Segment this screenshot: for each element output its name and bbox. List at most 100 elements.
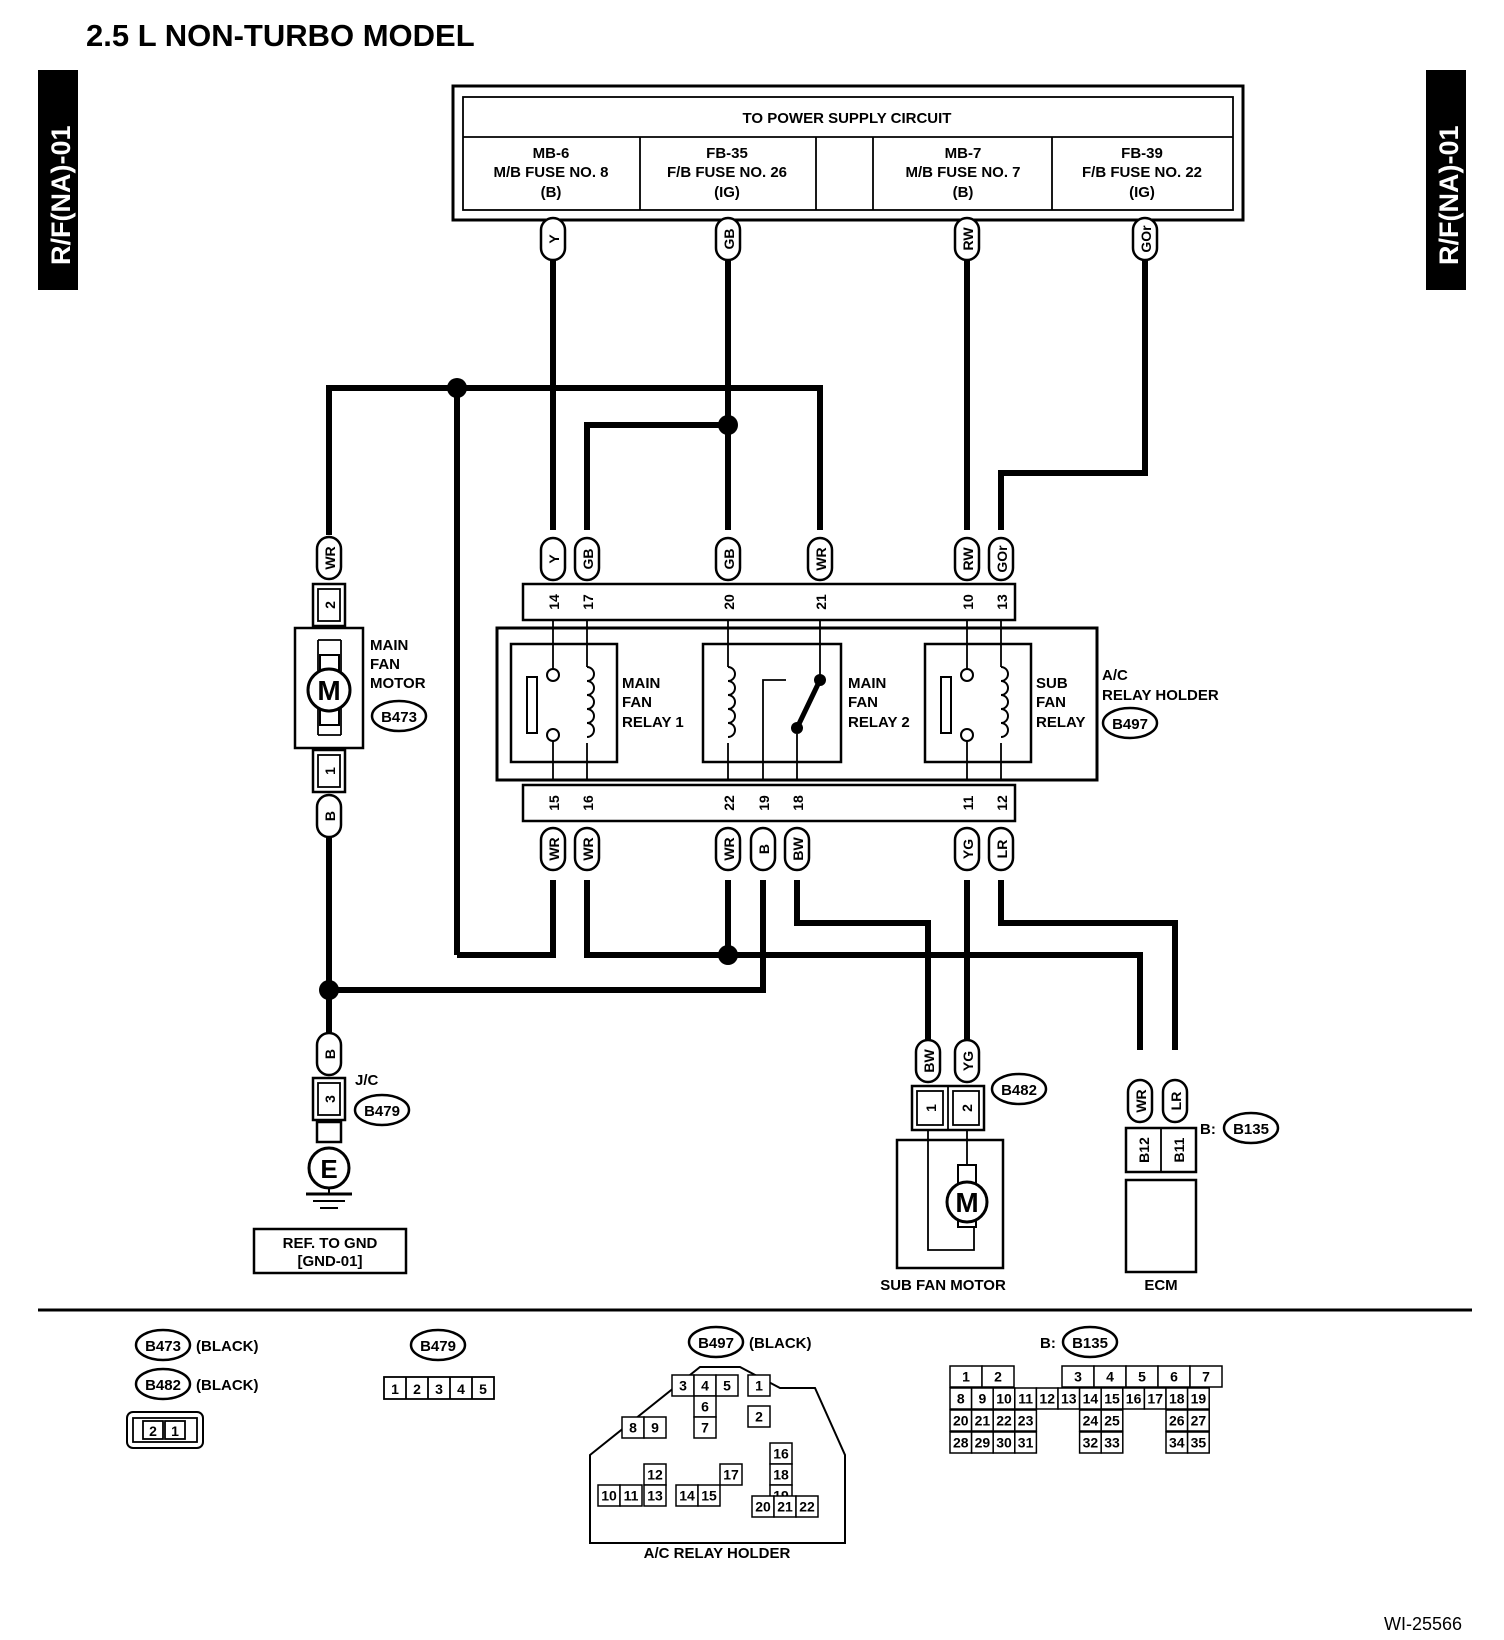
- main-fan-relay-2: [701, 620, 843, 780]
- svg-text:11: 11: [1018, 1391, 1033, 1407]
- svg-text:24: 24: [1083, 1413, 1099, 1429]
- svg-text:34: 34: [1169, 1435, 1185, 1451]
- wire-tag: WR: [714, 826, 742, 872]
- sub-fan-motor-label: SUB FAN MOTOR: [880, 1277, 1006, 1294]
- svg-text:MAIN: MAIN: [848, 675, 886, 692]
- svg-text:12: 12: [647, 1467, 663, 1483]
- legend-b473: B473 (BLACK): [134, 1328, 258, 1362]
- pin-cell: 29: [970, 1431, 994, 1454]
- svg-text:WR: WR: [1133, 1089, 1149, 1112]
- pin-cell: 30: [992, 1431, 1016, 1454]
- svg-text:B482: B482: [145, 1377, 181, 1394]
- svg-text:BW: BW: [790, 837, 806, 861]
- svg-text:16: 16: [773, 1446, 789, 1462]
- wire-tags: Y GB RW GOr Y GB GB WR RW GOr WR WR WR B…: [315, 216, 1189, 1124]
- pin-cell: 3: [671, 1374, 695, 1397]
- pin-cell: 15: [697, 1484, 721, 1507]
- svg-text:B135: B135: [1072, 1335, 1108, 1352]
- ecm-label: ECM: [1144, 1277, 1177, 1294]
- svg-text:GOr: GOr: [994, 545, 1010, 573]
- wire-tag: WR: [315, 535, 343, 581]
- pin-cell: 7: [1189, 1365, 1223, 1388]
- wire-tag: RW: [953, 536, 981, 582]
- ground-reference-box: REF. TO GND [GND-01]: [252, 1227, 408, 1275]
- sub-fan-relay: [923, 620, 1033, 780]
- wire-tag: LR: [987, 826, 1015, 872]
- legend-b482: B482 (BLACK) 2 1: [126, 1367, 258, 1449]
- ecm: B12 B11: [1124, 1126, 1198, 1274]
- main-fan-motor: 2 M 1: [293, 582, 365, 794]
- svg-text:B: B: [322, 811, 338, 821]
- svg-text:20: 20: [721, 594, 737, 610]
- wire-tag: GOr: [987, 536, 1015, 582]
- svg-text:B: B: [322, 1049, 338, 1059]
- wire-tag: WR: [573, 826, 601, 872]
- svg-text:B479: B479: [364, 1103, 400, 1120]
- svg-text:RW: RW: [960, 547, 976, 571]
- pin-cell: 17: [719, 1463, 743, 1486]
- svg-text:21: 21: [975, 1413, 991, 1429]
- pin-cell: 5: [715, 1374, 739, 1397]
- fuse-mb6-id: MB-6: [533, 145, 570, 162]
- svg-text:25: 25: [1104, 1413, 1120, 1429]
- top-pin-row: 14 17 20 21 10 13: [546, 594, 1010, 610]
- fuse-fb35-type: (IG): [714, 184, 740, 201]
- fuse-mb7-name: M/B FUSE NO. 7: [905, 164, 1020, 181]
- svg-text:4: 4: [1106, 1369, 1114, 1385]
- svg-text:YG: YG: [960, 1051, 976, 1071]
- svg-text:B479: B479: [420, 1338, 456, 1355]
- pin-cell: 31: [1014, 1431, 1038, 1454]
- svg-text:WR: WR: [721, 837, 737, 860]
- junction-dot: [319, 980, 339, 1000]
- svg-text:(BLACK): (BLACK): [196, 1338, 258, 1355]
- pin-cell: 18: [769, 1463, 793, 1486]
- pin-cell: 18: [1165, 1387, 1189, 1410]
- svg-text:RELAY 1: RELAY 1: [622, 714, 684, 731]
- svg-text:2: 2: [149, 1423, 157, 1439]
- connector-badge-b135: B135: [1222, 1111, 1280, 1145]
- svg-text:WR: WR: [322, 546, 338, 569]
- pin-cell: 9: [970, 1387, 994, 1410]
- relay-coil-icon: [586, 666, 595, 738]
- svg-text:B:: B:: [1040, 1335, 1056, 1352]
- svg-text:14: 14: [546, 594, 562, 610]
- legend-b497: B497 (BLACK) 345162789161812191011131415…: [589, 1325, 846, 1562]
- svg-text:5: 5: [1138, 1369, 1146, 1385]
- svg-text:32: 32: [1083, 1435, 1099, 1451]
- svg-text:B135: B135: [1233, 1121, 1269, 1138]
- connector-badge-b482: B482: [990, 1072, 1048, 1106]
- svg-text:(BLACK): (BLACK): [749, 1335, 811, 1352]
- svg-text:B473: B473: [381, 709, 417, 726]
- svg-text:GB: GB: [580, 549, 596, 570]
- wire-tag: RW: [953, 216, 981, 262]
- side-tab-right: R/F(NA)-01: [1426, 70, 1466, 290]
- svg-text:28: 28: [953, 1435, 969, 1451]
- wire-tag: BW: [783, 826, 811, 872]
- svg-text:8: 8: [957, 1391, 965, 1407]
- wire-tag: YG: [953, 1038, 981, 1084]
- svg-text:16: 16: [1126, 1391, 1142, 1407]
- svg-text:6: 6: [1170, 1369, 1178, 1385]
- svg-text:33: 33: [1104, 1435, 1120, 1451]
- svg-text:11: 11: [624, 1488, 639, 1504]
- pin-cell: 32: [1078, 1431, 1102, 1454]
- svg-text:RELAY 2: RELAY 2: [848, 714, 910, 731]
- sub-fan-motor: 1 2 M: [895, 1084, 1005, 1270]
- svg-text:22: 22: [721, 795, 737, 811]
- pin-cell: 17: [1143, 1387, 1167, 1410]
- svg-text:A/C RELAY HOLDER: A/C RELAY HOLDER: [644, 1545, 791, 1562]
- relay-coil-icon: [1000, 666, 1009, 738]
- svg-text:2: 2: [413, 1381, 421, 1397]
- svg-text:B497: B497: [698, 1335, 734, 1352]
- svg-text:9: 9: [651, 1420, 659, 1436]
- svg-text:4: 4: [701, 1378, 709, 1394]
- svg-text:5: 5: [723, 1378, 731, 1394]
- motor-icon: M: [317, 675, 340, 706]
- svg-text:1: 1: [755, 1378, 763, 1394]
- svg-text:2: 2: [959, 1104, 975, 1112]
- pin-cell: 15: [1100, 1387, 1124, 1410]
- side-tab-left-label: R/F(NA)-01: [46, 126, 76, 266]
- svg-text:19: 19: [1191, 1391, 1207, 1407]
